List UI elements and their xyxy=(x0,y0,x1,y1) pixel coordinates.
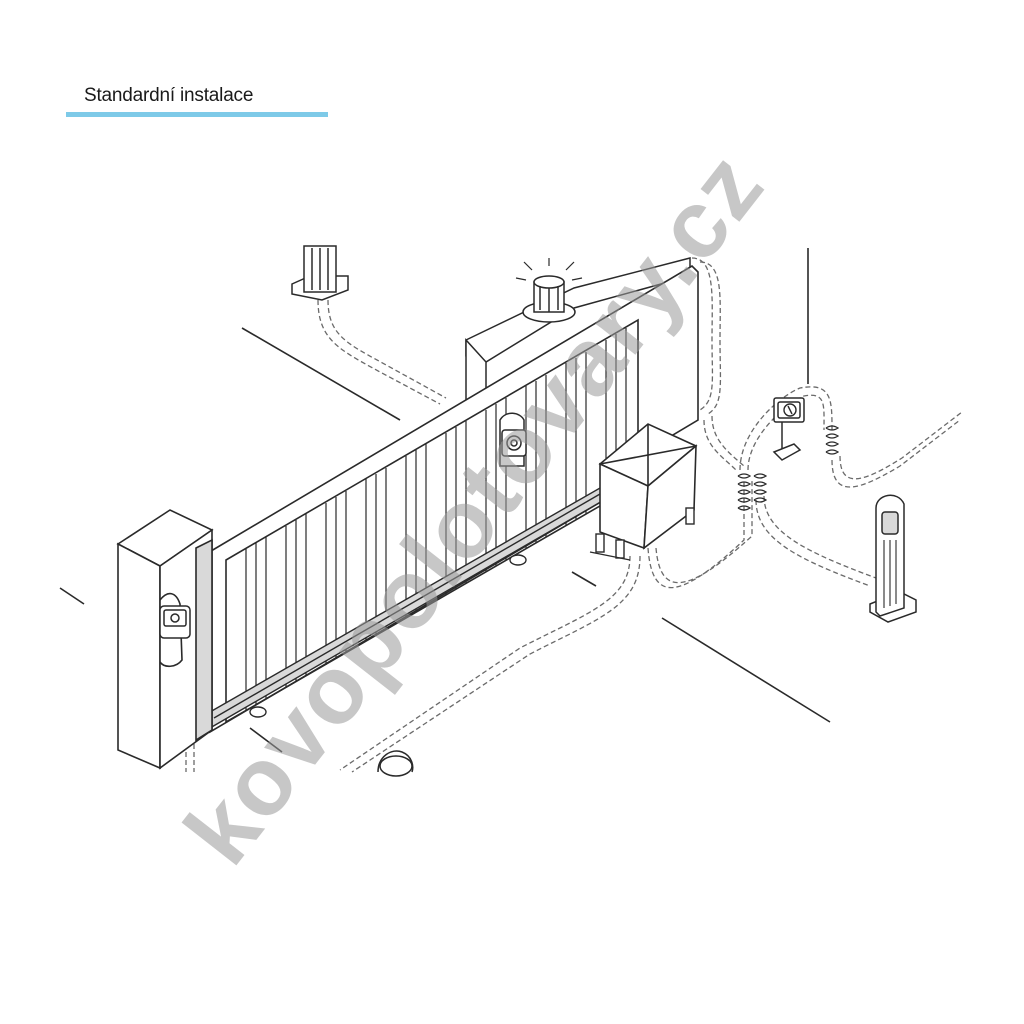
ground-lines xyxy=(59,248,831,753)
motor-feet xyxy=(589,507,695,561)
flashing-lamp xyxy=(515,258,583,323)
section-header: Standardní instalace xyxy=(66,84,328,117)
motor-control-unit xyxy=(589,423,698,561)
guide-wheels xyxy=(249,554,527,718)
detector-coils xyxy=(737,425,840,511)
section-title: Standardní instalace xyxy=(84,85,254,106)
lamp-light-rays xyxy=(515,258,583,281)
front-gate-post xyxy=(116,509,214,770)
title-underline xyxy=(66,112,328,117)
ground-guide-wheel xyxy=(377,750,414,777)
rear-photocell-post xyxy=(291,245,349,301)
key-switch xyxy=(783,403,797,417)
front-photocell xyxy=(159,605,191,639)
column-ribs xyxy=(883,540,897,608)
right-photocell-column xyxy=(869,494,917,623)
gate-photocell xyxy=(499,412,527,467)
cable-ducts xyxy=(185,257,963,773)
